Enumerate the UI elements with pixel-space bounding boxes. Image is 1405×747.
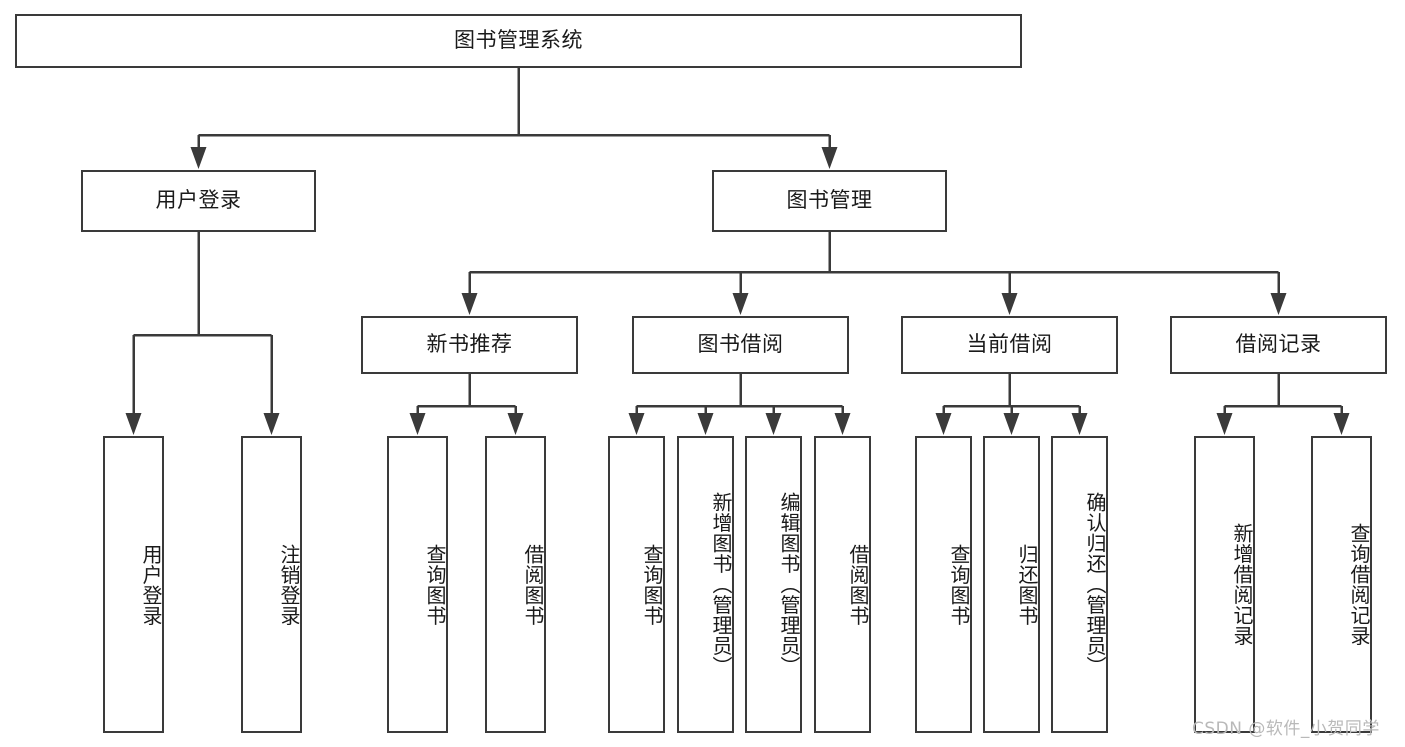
node-label: 归还图书 <box>1015 543 1039 626</box>
leaf-add-book-admin[interactable]: 新增图书（管理员） <box>677 436 734 733</box>
node-label: 查询图书 <box>640 543 664 626</box>
node-label: 用户登录 <box>155 188 242 213</box>
node-label: 借阅图书 <box>521 543 545 626</box>
leaf-user-login[interactable]: 用户登录 <box>103 436 164 733</box>
leaf-edit-book-admin[interactable]: 编辑图书（管理员） <box>745 436 802 733</box>
node-label: 新书推荐 <box>426 332 513 357</box>
leaf-return-book[interactable]: 归还图书 <box>983 436 1040 733</box>
node-book-borrow[interactable]: 图书借阅 <box>632 316 849 374</box>
node-label: 查询图书 <box>947 543 971 626</box>
node-label: 当前借阅 <box>966 332 1053 357</box>
leaf-query-borrow-record[interactable]: 查询借阅记录 <box>1311 436 1372 733</box>
node-label: 新增图书（管理员） <box>709 492 733 677</box>
node-label: 借阅图书 <box>846 543 870 626</box>
leaf-query-book-recommend[interactable]: 查询图书 <box>387 436 448 733</box>
leaf-borrow-book-recommend[interactable]: 借阅图书 <box>485 436 546 733</box>
node-label: 图书管理系统 <box>454 28 583 53</box>
leaf-borrow-book[interactable]: 借阅图书 <box>814 436 871 733</box>
node-label: 图书借阅 <box>697 332 784 357</box>
leaf-query-book-borrow[interactable]: 查询图书 <box>608 436 665 733</box>
leaf-add-borrow-record[interactable]: 新增借阅记录 <box>1194 436 1255 733</box>
node-book-management[interactable]: 图书管理 <box>712 170 947 232</box>
node-label: 编辑图书（管理员） <box>777 492 801 677</box>
node-label: 用户登录 <box>139 543 163 626</box>
node-label: 借阅记录 <box>1235 332 1322 357</box>
leaf-query-book-current[interactable]: 查询图书 <box>915 436 972 733</box>
node-label: 查询图书 <box>423 543 447 626</box>
node-current-borrow[interactable]: 当前借阅 <box>901 316 1118 374</box>
node-label: 注销登录 <box>277 543 301 626</box>
node-label: 查询借阅记录 <box>1347 523 1371 646</box>
leaf-logout[interactable]: 注销登录 <box>241 436 302 733</box>
node-user-login[interactable]: 用户登录 <box>81 170 316 232</box>
node-root[interactable]: 图书管理系统 <box>15 14 1022 68</box>
node-label: 新增借阅记录 <box>1230 523 1254 646</box>
node-label: 图书管理 <box>786 188 873 213</box>
csdn-watermark: CSDN @软件_小贺同学 <box>1192 719 1380 739</box>
node-borrow-record[interactable]: 借阅记录 <box>1170 316 1387 374</box>
node-new-book-recommend[interactable]: 新书推荐 <box>361 316 578 374</box>
leaf-confirm-return-admin[interactable]: 确认归还（管理员） <box>1051 436 1108 733</box>
node-label: 确认归还（管理员） <box>1083 492 1107 677</box>
